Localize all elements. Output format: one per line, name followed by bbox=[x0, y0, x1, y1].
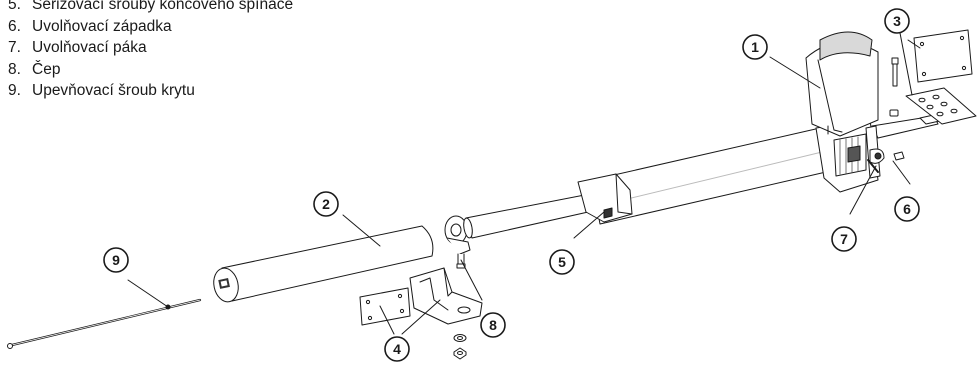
callout-label-4: 4 bbox=[393, 341, 401, 357]
legend-text: Uvolňovací páka bbox=[32, 39, 147, 56]
legend-item: 5. Seřizovací šrouby koncového spínače bbox=[8, 0, 293, 16]
callout bbox=[831, 226, 857, 252]
callout bbox=[480, 312, 506, 338]
callout-label-6: 6 bbox=[903, 201, 911, 217]
callout bbox=[384, 336, 410, 362]
legend-number: 6. bbox=[8, 17, 21, 35]
callout bbox=[549, 249, 575, 275]
mounting-plate bbox=[359, 287, 411, 326]
callout bbox=[742, 34, 768, 60]
legend-number: 8. bbox=[8, 60, 21, 78]
front-eye-pin bbox=[444, 215, 471, 269]
callout-label-5: 5 bbox=[558, 254, 566, 270]
legend-text: Upevňovací šroub krytu bbox=[32, 82, 195, 99]
callout-label-9: 9 bbox=[112, 252, 120, 268]
legend-item: 8. Čep bbox=[8, 59, 293, 81]
legend-item: 7. Uvolňovací páka bbox=[8, 37, 293, 59]
callout bbox=[103, 247, 129, 273]
callout bbox=[313, 191, 339, 217]
legend-number: 5. bbox=[8, 0, 21, 13]
rear-screw bbox=[889, 57, 899, 117]
legend-item: 6. Uvolňovací západka bbox=[8, 16, 293, 38]
legend-text: Čep bbox=[32, 60, 61, 78]
cover-screw bbox=[7, 298, 202, 349]
callout-label-2: 2 bbox=[322, 196, 330, 212]
legend-text: Seřizovací šrouby koncového spínače bbox=[32, 0, 294, 13]
rear-bracket bbox=[865, 113, 945, 179]
leader-lines bbox=[127, 32, 921, 335]
motor-unit bbox=[805, 31, 879, 193]
cover-tube bbox=[213, 225, 434, 303]
legend-item: 9. Upevňovací šroub krytu bbox=[8, 80, 293, 102]
legend-number: 9. bbox=[8, 82, 21, 99]
legend-number: 7. bbox=[8, 39, 21, 56]
rear-fixing-plate bbox=[905, 87, 977, 125]
rear-plate bbox=[913, 29, 973, 83]
callout bbox=[884, 8, 910, 34]
callout-label-1: 1 bbox=[751, 39, 759, 55]
callout bbox=[894, 196, 920, 222]
limit-switch-clamp bbox=[577, 173, 633, 223]
legend-text: Uvolňovací západka bbox=[32, 17, 172, 35]
callout-label-8: 8 bbox=[489, 317, 497, 333]
parts-legend: 5. Seřizovací šrouby koncového spínače 6.… bbox=[8, 0, 293, 102]
callout-label-3: 3 bbox=[893, 13, 901, 29]
callout-label-7: 7 bbox=[840, 231, 848, 247]
mounting-bracket bbox=[409, 267, 483, 360]
